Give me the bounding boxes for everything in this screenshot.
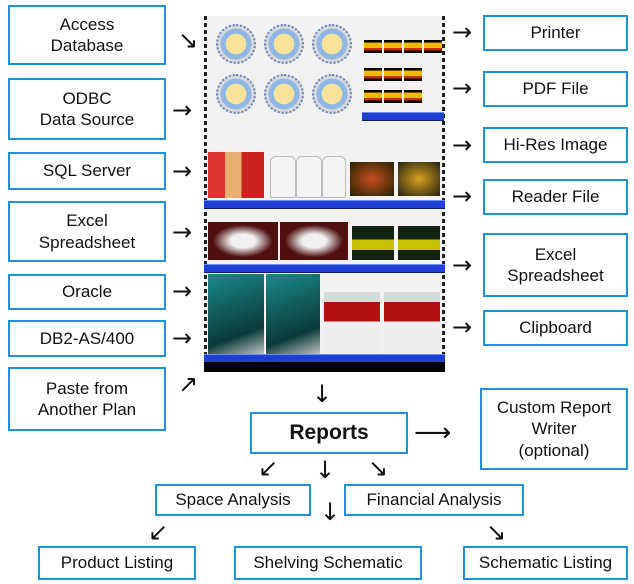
shelving-schematic[interactable]: Shelving Schematic <box>234 546 422 580</box>
product-clock <box>312 24 352 64</box>
product-clock <box>264 74 304 114</box>
product-box <box>350 162 394 196</box>
arrow-space-icon: ↙ <box>258 454 279 482</box>
product-clock <box>264 24 304 64</box>
product-bag <box>208 274 264 358</box>
arrow-sql-icon: → <box>172 157 193 185</box>
arrow-down-reports-icon: ↓ <box>312 380 333 408</box>
product-pack <box>280 222 348 260</box>
arrow-excel-out-icon: → <box>452 251 473 279</box>
product-cereal <box>208 152 264 198</box>
output-excel-spreadsheet[interactable]: Excel Spreadsheet <box>483 233 628 297</box>
arrow-excel-icon: → <box>172 218 193 246</box>
arrow-hires-icon: → <box>452 131 473 159</box>
source-db2[interactable]: DB2-AS/400 <box>8 320 166 357</box>
arrow-pdf-icon: → <box>452 74 473 102</box>
product-box <box>398 162 440 196</box>
output-printer[interactable]: Printer <box>483 15 628 51</box>
source-access-database[interactable]: Access Database <box>8 5 166 65</box>
output-hires-image[interactable]: Hi-Res Image <box>483 127 628 163</box>
product-jug <box>296 156 322 198</box>
arrow-db2-icon: → <box>172 324 193 352</box>
arrow-product-listing-icon: ↙ <box>148 518 169 546</box>
output-pdf-file[interactable]: PDF File <box>483 71 628 107</box>
product-print <box>404 40 422 53</box>
product-print <box>384 68 402 81</box>
source-paste-from-plan[interactable]: Paste from Another Plan <box>8 367 166 431</box>
source-odbc[interactable]: ODBC Data Source <box>8 78 166 140</box>
product-print <box>404 68 422 81</box>
product-pack <box>208 222 278 260</box>
shelf-bar <box>204 200 445 209</box>
arrow-shelving-icon: ↓ <box>320 498 341 526</box>
source-sql-server[interactable]: SQL Server <box>8 152 166 190</box>
product-print <box>424 40 442 53</box>
product-listing[interactable]: Product Listing <box>38 546 196 580</box>
shelf-base <box>204 362 445 372</box>
arrow-schematic-listing-icon: ↘ <box>486 518 507 546</box>
shelf-upright-left <box>204 16 207 372</box>
arrow-printer-icon: → <box>452 18 473 46</box>
planogram-shelf-image <box>204 16 445 372</box>
arrow-clipboard-icon: → <box>452 313 473 341</box>
product-clock <box>216 74 256 114</box>
product-clock <box>312 74 352 114</box>
shelf-bar <box>204 264 445 273</box>
custom-report-writer[interactable]: Custom Report Writer (optional) <box>480 388 628 470</box>
financial-analysis[interactable]: Financial Analysis <box>344 484 524 516</box>
product-print <box>364 90 382 103</box>
space-analysis[interactable]: Space Analysis <box>155 484 311 516</box>
arrow-paste-icon: ↗ <box>178 370 199 398</box>
product-pack <box>398 226 440 260</box>
product-print <box>364 68 382 81</box>
arrow-reader-icon: → <box>452 182 473 210</box>
reports-button[interactable]: Reports <box>250 412 408 454</box>
product-box <box>324 292 380 358</box>
shelf-divider <box>362 112 444 121</box>
source-oracle[interactable]: Oracle <box>8 274 166 310</box>
source-excel-spreadsheet[interactable]: Excel Spreadsheet <box>8 201 166 262</box>
arrow-access-icon: ↘ <box>178 26 199 54</box>
shelf-upright-right <box>442 16 445 372</box>
arrow-center-down-icon: ↓ <box>315 456 336 484</box>
product-pack <box>352 226 394 260</box>
output-reader-file[interactable]: Reader File <box>483 179 628 215</box>
product-jug <box>322 156 346 198</box>
product-print <box>404 90 422 103</box>
arrow-odbc-icon: → <box>172 96 193 124</box>
schematic-listing[interactable]: Schematic Listing <box>463 546 628 580</box>
arrow-oracle-icon: → <box>172 277 193 305</box>
product-print <box>384 40 402 53</box>
product-jug <box>270 156 296 198</box>
arrow-financial-icon: ↘ <box>368 454 389 482</box>
arrow-custom-writer-icon: ⟶ <box>414 418 452 448</box>
output-clipboard[interactable]: Clipboard <box>483 310 628 346</box>
product-bag <box>266 274 320 358</box>
product-print <box>364 40 382 53</box>
product-print <box>384 90 402 103</box>
product-box <box>384 292 440 358</box>
product-clock <box>216 24 256 64</box>
